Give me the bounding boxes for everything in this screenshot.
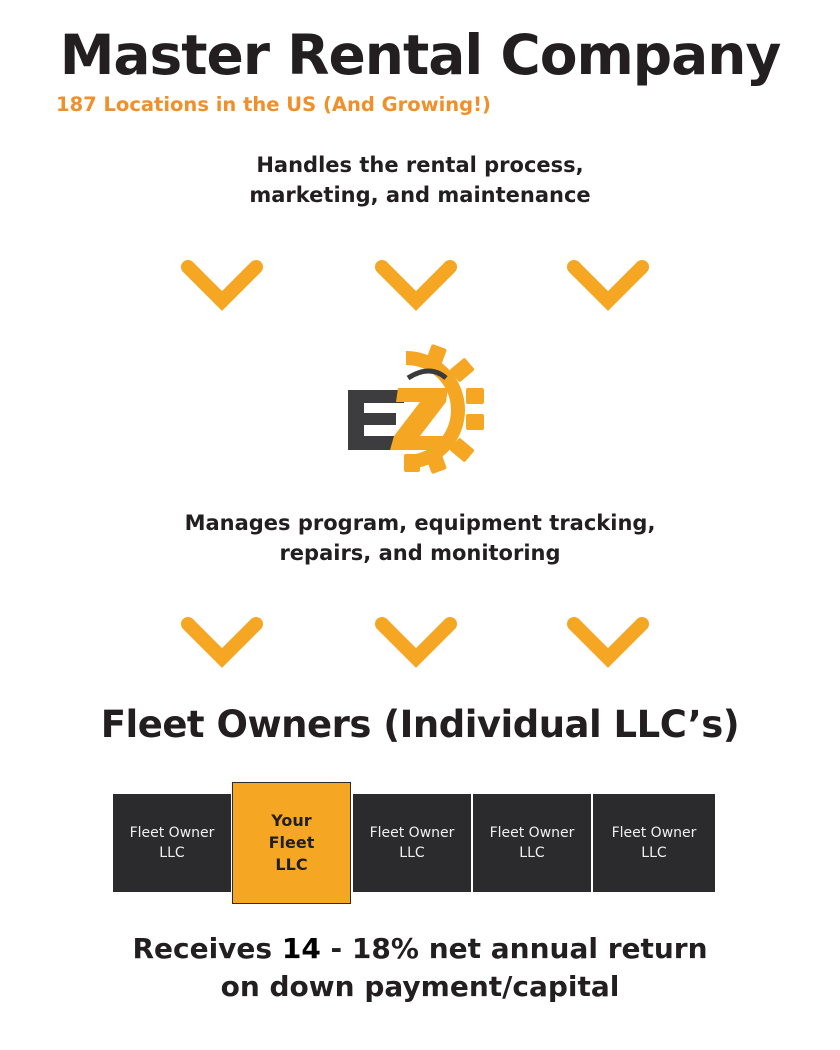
chevron-down-icon [567,617,649,668]
chevron-down-icon [181,617,263,668]
return-range: - 18% net annual return [320,932,708,965]
ez-description: Manages program, equipment tracking, rep… [0,508,840,568]
description-line: Manages program, equipment tracking, [184,511,656,535]
z-letter [390,388,448,450]
page-title: Master Rental Company [59,23,782,87]
box-label: LLC [519,845,545,861]
description-line: marketing, and maintenance [249,183,591,207]
return-line-1: Receives 14 - 18% net annual return [0,930,840,968]
e-letter [348,390,404,450]
box-label: LLC [275,855,308,874]
return-prefix: Receives [132,932,282,965]
return-statement: Receives 14 - 18% net annual return on d… [0,930,840,1006]
chevron-down-icon [375,617,457,668]
box-label: LLC [159,845,185,861]
box-label: Fleet Owner [489,825,575,841]
description-line: Handles the rental process, [256,153,584,177]
master-rental-description: Handles the rental process, marketing, a… [0,150,840,210]
chevron-down-icon [181,260,263,311]
locations-subtitle: 187 Locations in the US (And Growing!) [56,93,491,116]
box-label: Fleet [268,833,315,852]
box-label: Fleet Owner [129,825,215,841]
chevron-down-icon [567,260,649,311]
ez-gear-logo [348,344,484,474]
chevron-down-icon [375,260,457,311]
box-label: Fleet Owner [611,825,697,841]
return-line-2: on down payment/capital [220,970,620,1003]
box-label: LLC [641,845,667,861]
description-line: repairs, and monitoring [279,541,561,565]
box-label: LLC [399,845,425,861]
box-label: Your [271,811,312,830]
fleet-owners-title: Fleet Owners (Individual LLC’s) [100,703,740,746]
box-label: Fleet Owner [369,825,455,841]
return-low: 14 [281,932,321,965]
gear-icon [404,344,484,474]
